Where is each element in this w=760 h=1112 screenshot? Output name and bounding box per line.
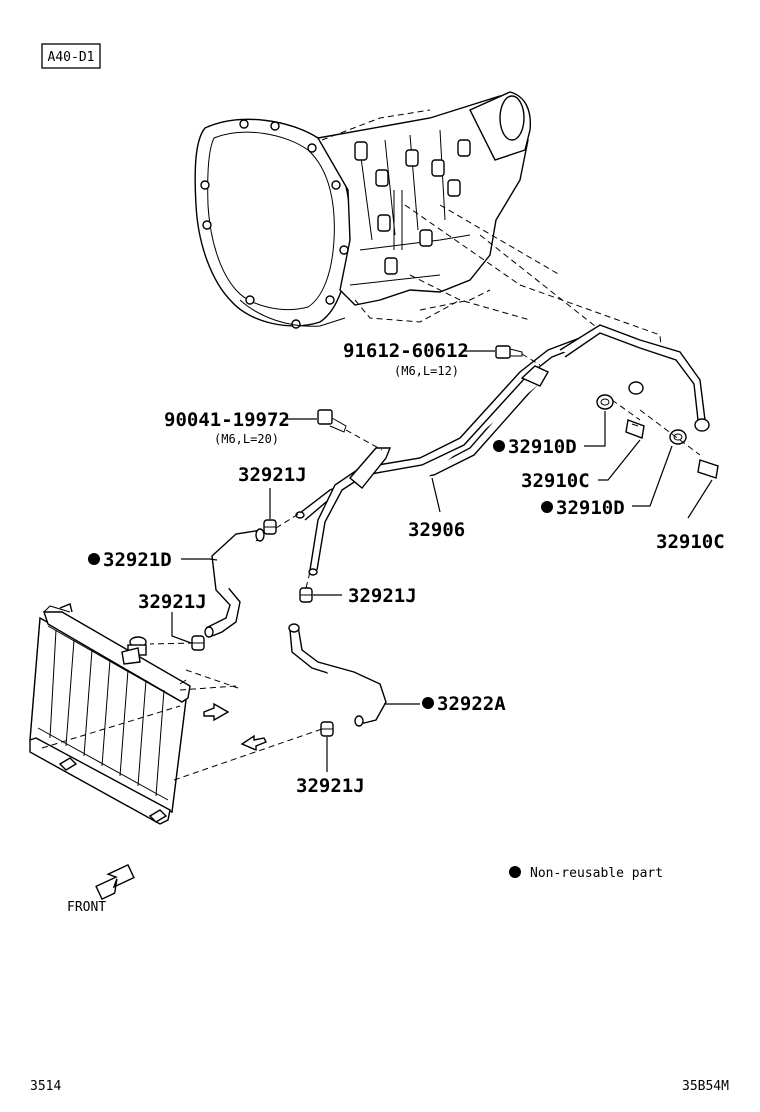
non-reusable-dot-2	[541, 501, 553, 513]
gasket-lower-icon	[669, 429, 687, 445]
hose-upper	[204, 528, 265, 638]
label-clamp-2: 32921J	[138, 591, 207, 613]
non-reusable-dot-4	[422, 697, 434, 709]
hose-lower	[288, 623, 387, 727]
label-bolt-lower-spec: (M6,L=20)	[214, 432, 279, 446]
legend-dot	[509, 866, 521, 878]
flow-arrow-out-icon	[203, 702, 230, 722]
clamp-3-icon	[299, 587, 313, 603]
footer-right-code: 35B54M	[682, 1079, 729, 1094]
union-bolt-upper-icon	[625, 419, 645, 439]
label-clamp-1: 32921J	[238, 464, 307, 486]
label-clamp-3: 32921J	[348, 585, 417, 607]
transmission-assembly	[194, 91, 532, 329]
label-gasket-d-1: 32910D	[508, 436, 577, 458]
non-reusable-dot-3	[88, 553, 100, 565]
label-bolt-lower: 90041-19972	[164, 409, 290, 431]
diagram-code: A40-D1	[48, 50, 95, 65]
clamp-4-icon	[320, 721, 334, 737]
clamp-1-icon	[263, 519, 277, 535]
bolt-90041-icon	[317, 409, 383, 451]
label-bolt-upper-spec: (M6,L=12)	[394, 364, 459, 378]
footer-left-code: 3514	[30, 1079, 61, 1094]
flow-arrow-in-icon	[240, 734, 267, 752]
gasket-upper-icon	[596, 394, 614, 410]
label-tube: 32906	[408, 519, 465, 541]
label-union-c-1: 32910C	[521, 470, 590, 492]
front-label: FRONT	[67, 900, 106, 915]
non-reusable-dot-1	[493, 440, 505, 452]
oil-cooler-tube	[295, 324, 710, 576]
label-clamp-4: 32921J	[296, 775, 365, 797]
union-bolt-lower-icon	[697, 459, 719, 479]
front-arrow-icon	[95, 863, 135, 901]
legend-text: Non-reusable part	[530, 866, 663, 881]
diagram-code-box: A40-D1	[41, 43, 101, 69]
radiator	[29, 603, 191, 825]
label-union-c-2: 32910C	[656, 531, 725, 553]
label-bolt-upper: 91612-60612	[343, 340, 469, 362]
label-gasket-d-2: 32910D	[556, 497, 625, 519]
label-hose-a: 32922A	[437, 693, 506, 715]
bolt-91612-icon	[495, 345, 541, 366]
label-hose-d: 32921D	[103, 549, 172, 571]
